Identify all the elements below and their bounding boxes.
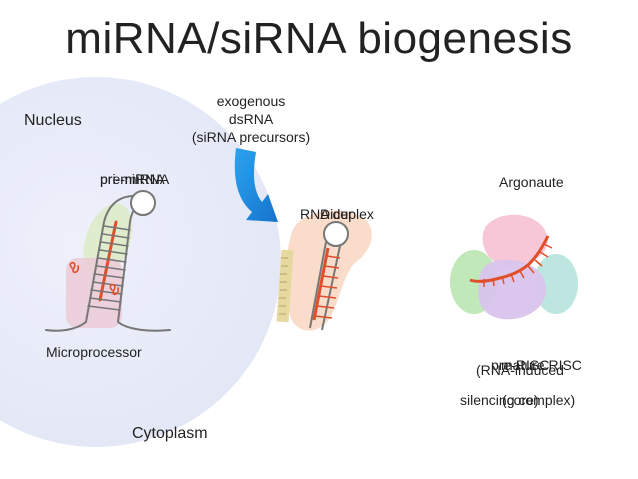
nucleus-region — [0, 77, 281, 447]
risc-guide-strand — [469, 235, 550, 283]
pri-mirna-base-pairs — [87, 225, 131, 311]
pre-risc-label: pre-RISC — [491, 357, 550, 373]
exogenous-line-3: (siRNA precursors) — [191, 129, 311, 145]
nucleus-label: Nucleus — [24, 112, 82, 129]
risc-subunit-teal — [534, 254, 578, 314]
pri-mirna-hairpin — [45, 190, 171, 332]
slide-title: miRNA/siRNA biogenesis — [65, 14, 573, 63]
exogenous-input-arrow — [234, 148, 278, 222]
ruler-domain — [276, 249, 294, 323]
argonaute-body — [478, 259, 546, 320]
exogenous-dsrna-label: exogenous dsRNA (siRNA precursors) — [176, 92, 326, 146]
pri-mirna-loop — [130, 190, 156, 216]
argonaute-protein — [482, 214, 548, 267]
exogenous-line-2: dsRNA — [228, 111, 274, 127]
pre-mirna-label: pre-miRNA — [100, 171, 170, 187]
duplex-guide-strand — [312, 247, 330, 321]
dicer-complex — [276, 210, 372, 331]
pri-mirna-backbone-left — [45, 195, 135, 332]
pre-mirna-loop — [323, 221, 349, 247]
exogenous-line-1: exogenous — [216, 93, 286, 109]
dicer-protein — [285, 210, 372, 331]
rna-duplex-label: RNA duplex — [300, 206, 374, 222]
duplex-base-pairs — [314, 255, 341, 319]
microprocessor-label: Microprocessor — [46, 344, 142, 360]
risc-strand-ticks — [483, 243, 553, 287]
cytoplasm-label: Cytoplasm — [132, 425, 208, 442]
mature-risc-label: mature RISC — [501, 357, 582, 373]
ruler-ticks — [279, 257, 288, 315]
argonaute-label: Argonaute — [499, 174, 564, 190]
risc-complex — [450, 214, 578, 320]
cleavage-scissors-marks — [69, 261, 120, 296]
pri-mirna-label: pri-miRNA — [100, 171, 165, 187]
risc-silencing-label: silencing complex) — [460, 392, 576, 408]
dicer-label: Dicer — [320, 206, 353, 222]
risc-full-name-line-1: (RNA-induced — [476, 362, 564, 378]
risc-core-label: (core) — [502, 392, 539, 408]
